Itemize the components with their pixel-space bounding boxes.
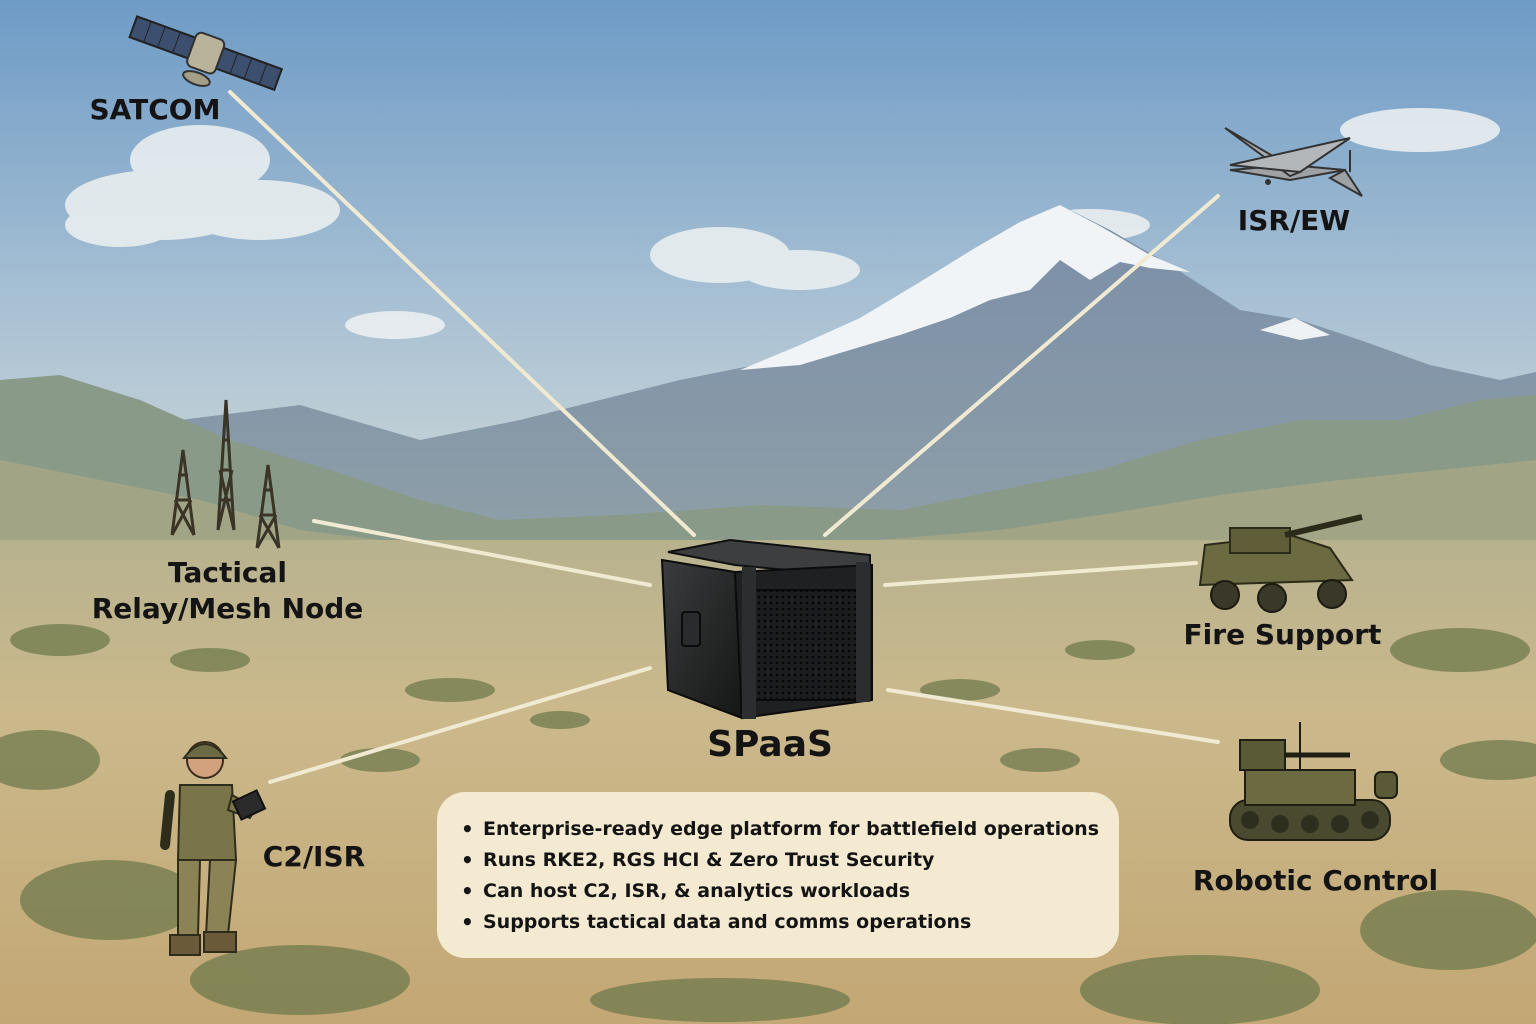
link-satcom bbox=[228, 90, 696, 537]
server-case-icon bbox=[660, 538, 873, 720]
clouds bbox=[65, 108, 1500, 339]
spaas-label: SPaaS bbox=[707, 724, 833, 765]
artillery-vehicle-icon bbox=[1198, 514, 1363, 613]
c2-isr-label: C2/ISR bbox=[262, 840, 366, 873]
isr-ew-label: ISR/EW bbox=[1237, 204, 1351, 237]
link-fire bbox=[883, 561, 1198, 587]
feature-item: Runs RKE2, RGS HCI & Zero Trust Security bbox=[457, 845, 1101, 876]
brush bbox=[0, 624, 1536, 1024]
drone-icon bbox=[1224, 127, 1363, 197]
feature-info-box: Enterprise-ready edge platform for battl… bbox=[437, 792, 1119, 958]
feature-item: Enterprise-ready edge platform for battl… bbox=[457, 814, 1101, 845]
radio-tower-icon bbox=[170, 399, 281, 549]
satellite-icon bbox=[128, 15, 284, 92]
link-lines bbox=[228, 90, 1220, 784]
robot-tank-icon bbox=[1229, 722, 1398, 841]
satcom-label: SATCOM bbox=[89, 93, 221, 126]
link-relay bbox=[312, 519, 652, 587]
link-robot bbox=[886, 688, 1220, 744]
feature-item: Can host C2, ISR, & analytics workloads bbox=[457, 876, 1101, 907]
feature-item: Supports tactical data and comms operati… bbox=[457, 907, 1101, 938]
link-c2 bbox=[268, 666, 652, 784]
tactical-relay-label: Tactical Relay/Mesh Node bbox=[91, 556, 364, 626]
feature-list: Enterprise-ready edge platform for battl… bbox=[457, 814, 1101, 938]
robotic-control-label: Robotic Control bbox=[1192, 864, 1439, 897]
snow-cap bbox=[740, 205, 1190, 370]
fire-support-label: Fire Support bbox=[1183, 618, 1382, 651]
link-isr bbox=[823, 194, 1220, 537]
soldier-icon bbox=[160, 741, 267, 956]
